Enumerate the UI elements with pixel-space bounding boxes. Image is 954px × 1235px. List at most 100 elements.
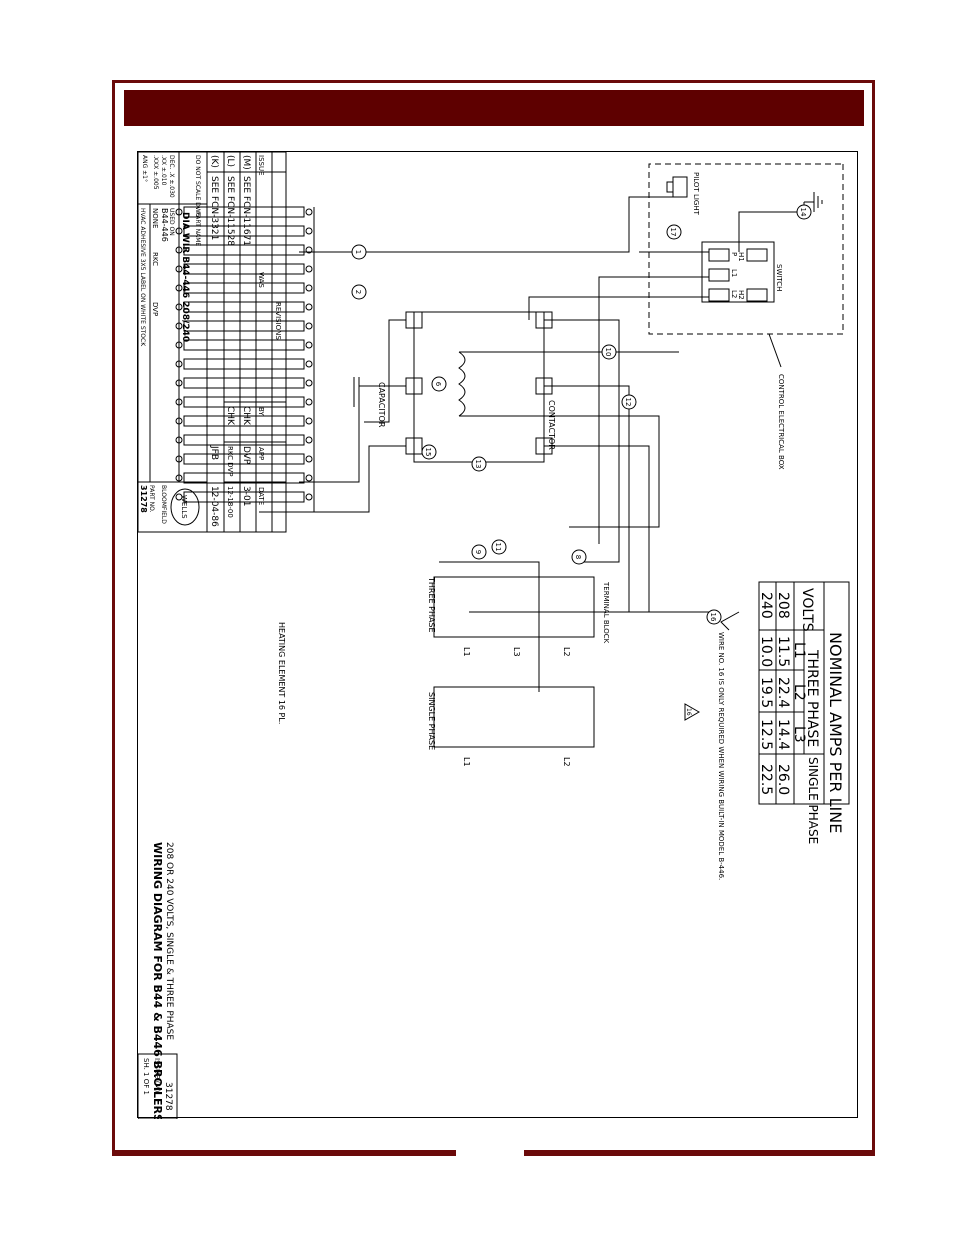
element-terminal — [175, 474, 183, 482]
control-box-outline — [648, 163, 844, 335]
rev-was: SEE FCN-11528 — [225, 176, 235, 246]
amps-single: 22.5 — [758, 764, 774, 795]
heating-element — [183, 358, 305, 370]
tolerance-1: DEC. .X ±.030 — [168, 155, 175, 198]
heating-element — [183, 396, 305, 408]
heating-element — [183, 491, 305, 503]
wire — [738, 202, 805, 252]
contactor-label: CONTACTOR — [547, 400, 556, 450]
rev-header-issue: ISSUE — [257, 155, 265, 176]
wire-number-tag: 1 — [351, 244, 367, 260]
wire-number: 8 — [574, 555, 582, 559]
col-l2: L2 — [791, 684, 807, 701]
switch-terminal-h1 — [746, 248, 768, 262]
material: HVAC ADHESIVE 3X5 LABEL ON WHITE STOCK — [139, 208, 146, 347]
amps-single: 26.0 — [775, 764, 791, 795]
element-terminal — [305, 360, 313, 368]
wire — [544, 319, 620, 563]
rev-date: 12-04-86 — [209, 486, 219, 527]
col-l3: L3 — [791, 726, 807, 743]
footer-rule-left — [112, 1150, 456, 1156]
element-terminal — [305, 436, 313, 444]
control-electrical-box: CONTROL ELECTRICAL BOX PILOT LIGHT SWITC… — [648, 163, 844, 470]
note-text: WIRE NO. 16 IS ONLY REQUIRED WHEN WIRING… — [717, 632, 725, 880]
element-terminal — [305, 303, 313, 311]
wire — [598, 276, 709, 544]
part-no-label: PART NO. — [148, 485, 155, 513]
three-phase-header: THREE PHASE — [804, 649, 820, 747]
rev-app: DVP — [241, 446, 251, 465]
element-terminal — [175, 455, 183, 463]
heating-element-group — [175, 206, 315, 512]
tolerance-3: .XXX ±.005 — [152, 155, 159, 190]
wiring-diagram: WIRING DIAGRAM FOR B44 & B446 BROILERS 2… — [137, 151, 850, 1122]
tb3-body — [433, 576, 595, 638]
heating-element — [183, 434, 305, 446]
part-name: DIA WIR B44-446 208/240 — [180, 212, 190, 342]
wire-number-tag: 17 — [666, 224, 682, 240]
company-logo — [170, 488, 200, 526]
wire-number: 2 — [354, 290, 362, 294]
element-terminal — [305, 341, 313, 349]
used-on: B44-446 — [160, 208, 169, 242]
heating-element — [183, 339, 305, 351]
engineer: DVP — [151, 302, 159, 316]
wiring — [259, 196, 805, 692]
amps-table-title: NOMINAL AMPS PER LINE — [826, 632, 845, 833]
single-phase-header: SINGLE PHASE — [806, 757, 820, 844]
heating-element — [183, 377, 305, 389]
rev-issue: (M) — [241, 155, 251, 170]
switch-terminal-l1 — [708, 268, 730, 282]
diagram-title: WIRING DIAGRAM FOR B44 & B446 BROILERS — [151, 842, 164, 1119]
element-terminal — [175, 303, 183, 311]
heating-element — [183, 225, 305, 237]
wire-number: 10 — [604, 348, 612, 357]
amps-l2: 19.5 — [758, 677, 774, 708]
rev-header-date: DATE — [257, 487, 265, 505]
heating-element — [183, 415, 305, 427]
title-block-frame — [137, 151, 287, 533]
wire-number-tag: 8 — [571, 549, 587, 565]
heating-element — [183, 301, 305, 313]
wire-number-tag: 12 — [621, 394, 637, 410]
heating-element — [183, 453, 305, 465]
element-terminal — [305, 493, 313, 501]
amps-l3: 12.5 — [758, 719, 774, 750]
footer-rule-right — [524, 1150, 875, 1156]
switch-terminal-h2 — [746, 288, 768, 302]
wire-number: 13 — [474, 460, 482, 469]
part-name-label: PART NAME — [194, 212, 201, 246]
three-phase-terminal-block: THREE PHASE TERMINAL BLOCK L1 L3 L2 — [427, 576, 610, 657]
three-phase-label: THREE PHASE — [427, 576, 436, 633]
wire — [259, 445, 406, 513]
tb1-line-l1: L1 — [462, 757, 471, 767]
heating-element — [183, 282, 305, 294]
element-terminal — [305, 284, 313, 292]
heating-element — [183, 320, 305, 332]
element-terminal — [175, 227, 183, 235]
rotated-drawing: WIRING DIAGRAM FOR B44 & B446 BROILERS 2… — [137, 151, 859, 1122]
element-terminal — [175, 246, 183, 254]
element-terminal — [175, 360, 183, 368]
pilot-light — [672, 176, 688, 198]
element-terminal — [305, 208, 313, 216]
wire-number: 1 — [354, 250, 362, 254]
switch-l2: L2 — [730, 290, 738, 298]
company-name: BLOOMFIELD — [160, 485, 167, 524]
switch-h2: H2 — [737, 290, 745, 300]
wire — [459, 415, 660, 528]
drawing-number: 31278 — [163, 1082, 173, 1111]
header-bar — [124, 90, 864, 126]
wire-number-tag: 6 — [431, 376, 447, 392]
element-terminal — [305, 265, 313, 273]
element-terminal — [305, 417, 313, 425]
heating-elements — [175, 206, 315, 512]
switch-l1: L1 — [730, 269, 738, 277]
switch-label: SWITCH — [775, 264, 783, 291]
note-leader — [720, 611, 740, 631]
wire-number: 12 — [624, 398, 632, 407]
rev-issue: (L) — [225, 155, 235, 167]
wire-number-tag: 9 — [471, 544, 487, 560]
heating-element — [183, 244, 305, 256]
wire-16-note: 16 WIRE NO. 16 IS ONLY REQUIRED WHEN WIR… — [684, 611, 740, 880]
